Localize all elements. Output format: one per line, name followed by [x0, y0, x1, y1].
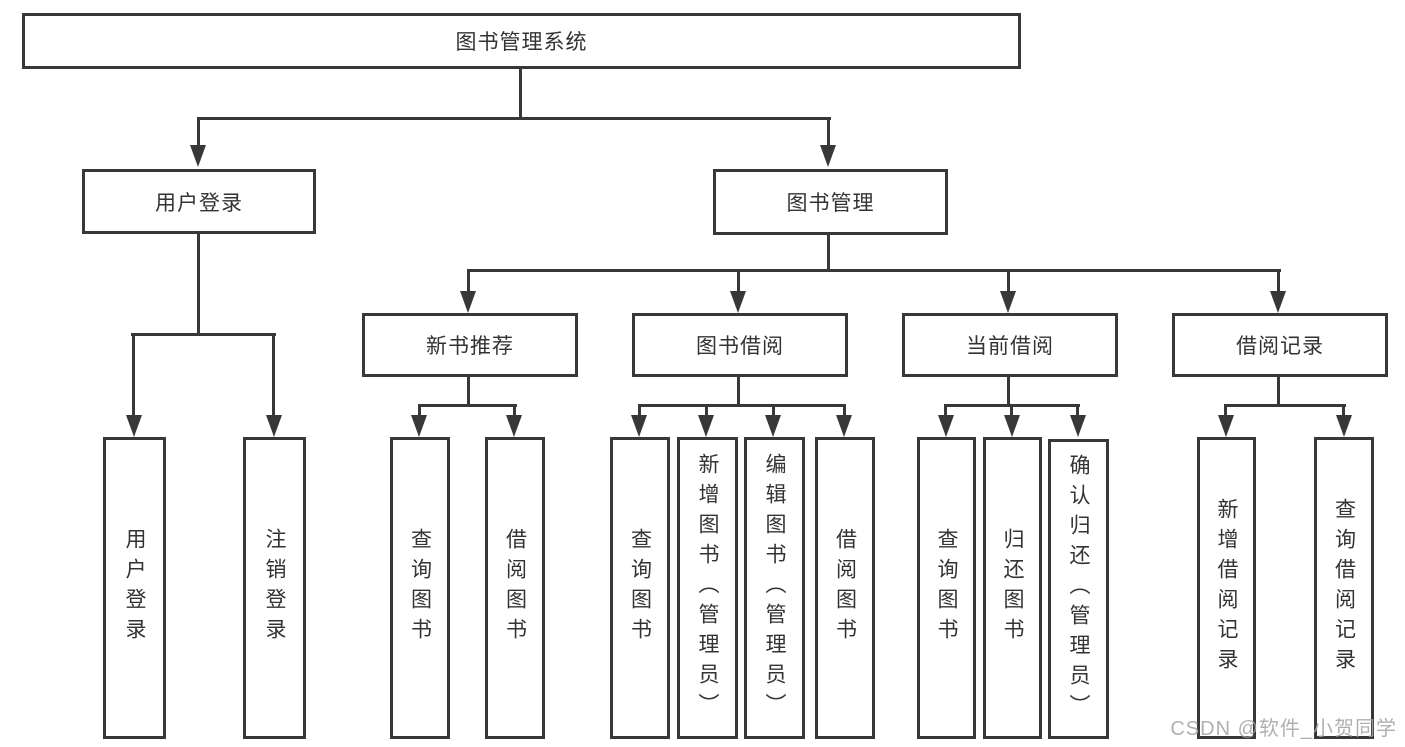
- connector-line: [737, 377, 740, 407]
- node-add-books-admin: 新增图书（管理员）: [677, 437, 738, 739]
- node-label: 图书管理: [786, 192, 875, 215]
- node-borrow-books: 借阅图书: [485, 437, 545, 739]
- connector-line: [1007, 377, 1010, 407]
- node-add-borrowing-record: 新增借阅记录: [1197, 437, 1256, 739]
- arrow-down-icon: [820, 145, 836, 167]
- node-label: 当前借阅: [966, 335, 1054, 358]
- connector-line: [1342, 404, 1345, 416]
- node-label: 新增借阅记录: [1215, 498, 1238, 678]
- node-library-management-system: 图书管理系统: [22, 13, 1021, 69]
- connector-line: [132, 333, 135, 415]
- connector-line: [1277, 377, 1280, 407]
- node-confirm-return-admin: 确认归还（管理员）: [1048, 439, 1109, 739]
- node-label: 查询图书: [935, 528, 958, 648]
- connector-line: [519, 68, 522, 118]
- connector-line: [467, 377, 470, 407]
- arrow-down-icon: [631, 415, 647, 437]
- connector-line: [513, 404, 516, 416]
- watermark: CSDN @软件_小贺同学: [1170, 718, 1397, 740]
- node-label: 借阅记录: [1236, 335, 1324, 358]
- node-query-books: 查询图书: [610, 437, 670, 739]
- node-label: 确认归还（管理员）: [1067, 454, 1090, 724]
- arrow-down-icon: [836, 415, 852, 437]
- arrow-down-icon: [698, 415, 714, 437]
- arrow-down-icon: [190, 145, 206, 167]
- node-label: 新书推荐: [426, 335, 514, 358]
- connector-line: [418, 404, 421, 416]
- node-label: 借阅图书: [833, 528, 857, 648]
- arrow-down-icon: [460, 291, 476, 313]
- arrow-down-icon: [765, 415, 781, 437]
- connector-line: [827, 234, 830, 272]
- node-book-borrowing: 图书借阅: [632, 313, 848, 377]
- node-label: 查询图书: [628, 528, 652, 648]
- node-new-book-recommendation: 新书推荐: [362, 313, 578, 377]
- node-label: 借阅图书: [503, 528, 527, 648]
- arrow-down-icon: [1070, 415, 1086, 437]
- node-label: 归还图书: [1001, 528, 1024, 648]
- arrow-down-icon: [506, 415, 522, 437]
- arrow-down-icon: [1336, 415, 1352, 437]
- arrow-down-icon: [938, 415, 954, 437]
- node-label: 查询图书: [408, 528, 432, 648]
- node-label: 注销登录: [263, 528, 286, 648]
- node-borrow-books: 借阅图书: [815, 437, 875, 739]
- connector-line: [772, 404, 775, 416]
- connector-line: [827, 117, 830, 147]
- node-query-books: 查询图书: [917, 437, 976, 739]
- connector-line: [131, 333, 276, 336]
- node-label: 用户登录: [123, 528, 146, 648]
- node-user-login-action: 用户登录: [103, 437, 166, 739]
- node-user-login: 用户登录: [82, 169, 316, 234]
- connector-line: [1224, 404, 1227, 416]
- connector-line: [944, 404, 947, 416]
- node-edit-books-admin: 编辑图书（管理员）: [744, 437, 805, 739]
- connector-line: [197, 117, 200, 147]
- node-current-borrowing: 当前借阅: [902, 313, 1118, 377]
- connector-line: [705, 404, 708, 416]
- node-label: 查询借阅记录: [1332, 498, 1356, 678]
- node-logout: 注销登录: [243, 437, 306, 739]
- arrow-down-icon: [1270, 291, 1286, 313]
- connector-line: [467, 269, 1281, 272]
- arrow-down-icon: [126, 415, 142, 437]
- connector-line: [467, 269, 470, 291]
- connector-line: [197, 233, 200, 336]
- arrow-down-icon: [1218, 415, 1234, 437]
- node-label: 新增图书（管理员）: [696, 453, 719, 723]
- arrow-down-icon: [1004, 415, 1020, 437]
- connector-line: [1076, 404, 1079, 416]
- node-label: 图书借阅: [696, 335, 784, 358]
- connector-line: [638, 404, 846, 407]
- node-return-books: 归还图书: [983, 437, 1042, 739]
- connector-line: [272, 333, 275, 415]
- arrow-down-icon: [730, 291, 746, 313]
- arrow-down-icon: [411, 415, 427, 437]
- connector-line: [737, 269, 740, 291]
- connector-line: [843, 404, 846, 416]
- connector-line: [1277, 269, 1280, 291]
- node-book-management: 图书管理: [713, 169, 948, 235]
- connector-line: [1224, 404, 1346, 407]
- node-borrowing-records: 借阅记录: [1172, 313, 1388, 377]
- arrow-down-icon: [266, 415, 282, 437]
- node-label: 编辑图书（管理员）: [763, 453, 786, 723]
- node-query-borrowing-record: 查询借阅记录: [1314, 437, 1374, 739]
- node-label: 用户登录: [155, 191, 243, 215]
- connector-line: [638, 404, 641, 416]
- connector-line: [418, 404, 517, 407]
- connector-line: [197, 117, 831, 120]
- connector-line: [1007, 269, 1010, 291]
- node-query-books: 查询图书: [390, 437, 450, 739]
- arrow-down-icon: [1000, 291, 1016, 313]
- connector-line: [1010, 404, 1013, 416]
- node-label: 图书管理系统: [455, 31, 588, 54]
